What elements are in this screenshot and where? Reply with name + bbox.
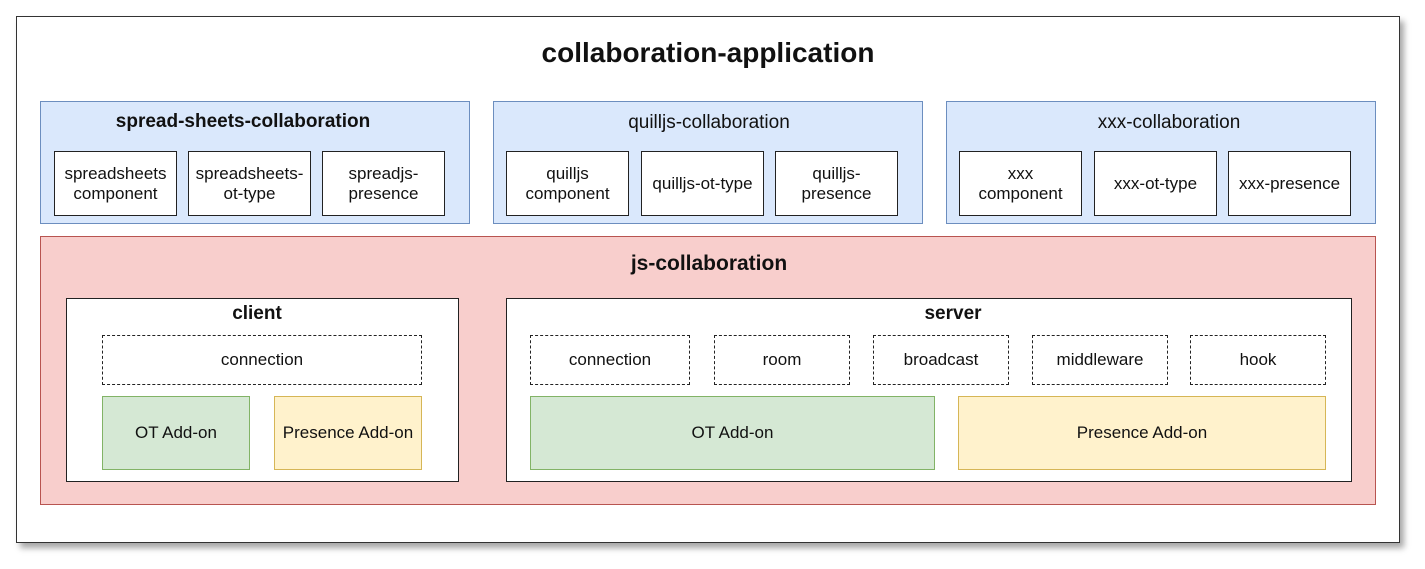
group-xxx-collaboration: xxx-collaboration xxx component xxx-ot-t…	[946, 101, 1376, 224]
server-presence-addon: Presence Add-on	[958, 396, 1326, 470]
xxx-ot-type-box: xxx-ot-type	[1094, 151, 1217, 216]
client-connection-box: connection	[102, 335, 422, 385]
server-title: server	[924, 303, 982, 324]
spreadjs-presence-box: spreadjs- presence	[322, 151, 445, 216]
quilljs-component-box: quilljs component	[506, 151, 629, 216]
server-broadcast-box: broadcast	[873, 335, 1009, 385]
server-panel: server connection room broadcast middlew…	[506, 298, 1352, 482]
xxx-component-box: xxx component	[959, 151, 1082, 216]
group-title-spread-sheets: spread-sheets-collaboration	[115, 111, 371, 132]
group-spread-sheets-collaboration: spread-sheets-collaboration spreadsheets…	[40, 101, 470, 224]
quilljs-presence-box: quilljs- presence	[775, 151, 898, 216]
server-hook-box: hook	[1190, 335, 1326, 385]
group-title-quilljs: quilljs-collaboration	[628, 112, 790, 133]
diagram-title: collaboration-application	[541, 37, 875, 68]
server-ot-addon: OT Add-on	[530, 396, 935, 470]
server-room-box: room	[714, 335, 850, 385]
xxx-presence-box: xxx-presence	[1228, 151, 1351, 216]
client-panel: client connection OT Add-on Presence Add…	[66, 298, 459, 482]
js-collaboration-title: js-collaboration	[630, 252, 788, 275]
client-presence-addon: Presence Add-on	[274, 396, 422, 470]
client-title: client	[232, 303, 282, 324]
js-collaboration-group: js-collaboration client connection OT Ad…	[40, 236, 1376, 505]
quilljs-ot-type-box: quilljs-ot-type	[641, 151, 764, 216]
group-title-xxx: xxx-collaboration	[1097, 112, 1241, 133]
server-middleware-box: middleware	[1032, 335, 1168, 385]
spreadsheets-ot-type-box: spreadsheets- ot-type	[188, 151, 311, 216]
group-quilljs-collaboration: quilljs-collaboration quilljs component …	[493, 101, 923, 224]
client-ot-addon: OT Add-on	[102, 396, 250, 470]
spreadsheets-component-box: spreadsheets component	[54, 151, 177, 216]
server-connection-box: connection	[530, 335, 690, 385]
